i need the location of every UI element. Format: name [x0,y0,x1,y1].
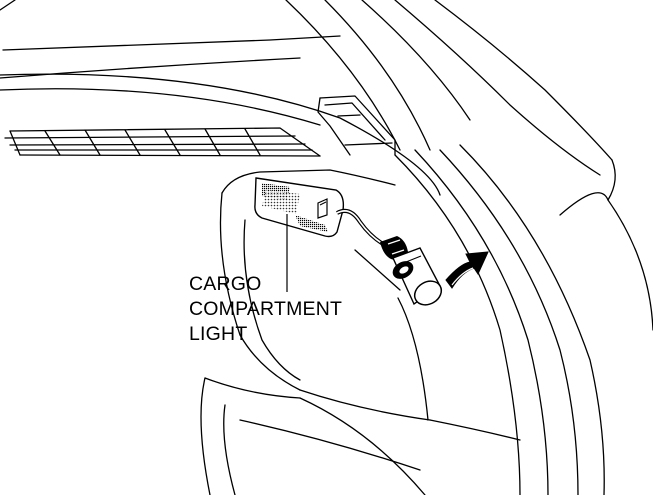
light-connector [380,236,443,306]
callout-line-3: LIGHT [189,323,248,345]
d-pillar-trim [394,144,653,495]
upper-duct [317,95,396,156]
side-trim-panel [219,169,521,441]
floor-trim [200,377,426,495]
rear-vent-grille [4,127,321,157]
cargo-light-lens [254,177,345,238]
wire-harness [336,208,385,246]
callout-line-2: COMPARTMENT [189,298,343,320]
callout-line-1: CARGO [189,273,262,295]
cargo-compartment-light-label: CARGO COMPARTMENT LIGHT [189,272,342,347]
roof-headliner [0,0,616,201]
rear-window-frame [0,73,441,196]
curved-arrow-icon [445,251,489,289]
